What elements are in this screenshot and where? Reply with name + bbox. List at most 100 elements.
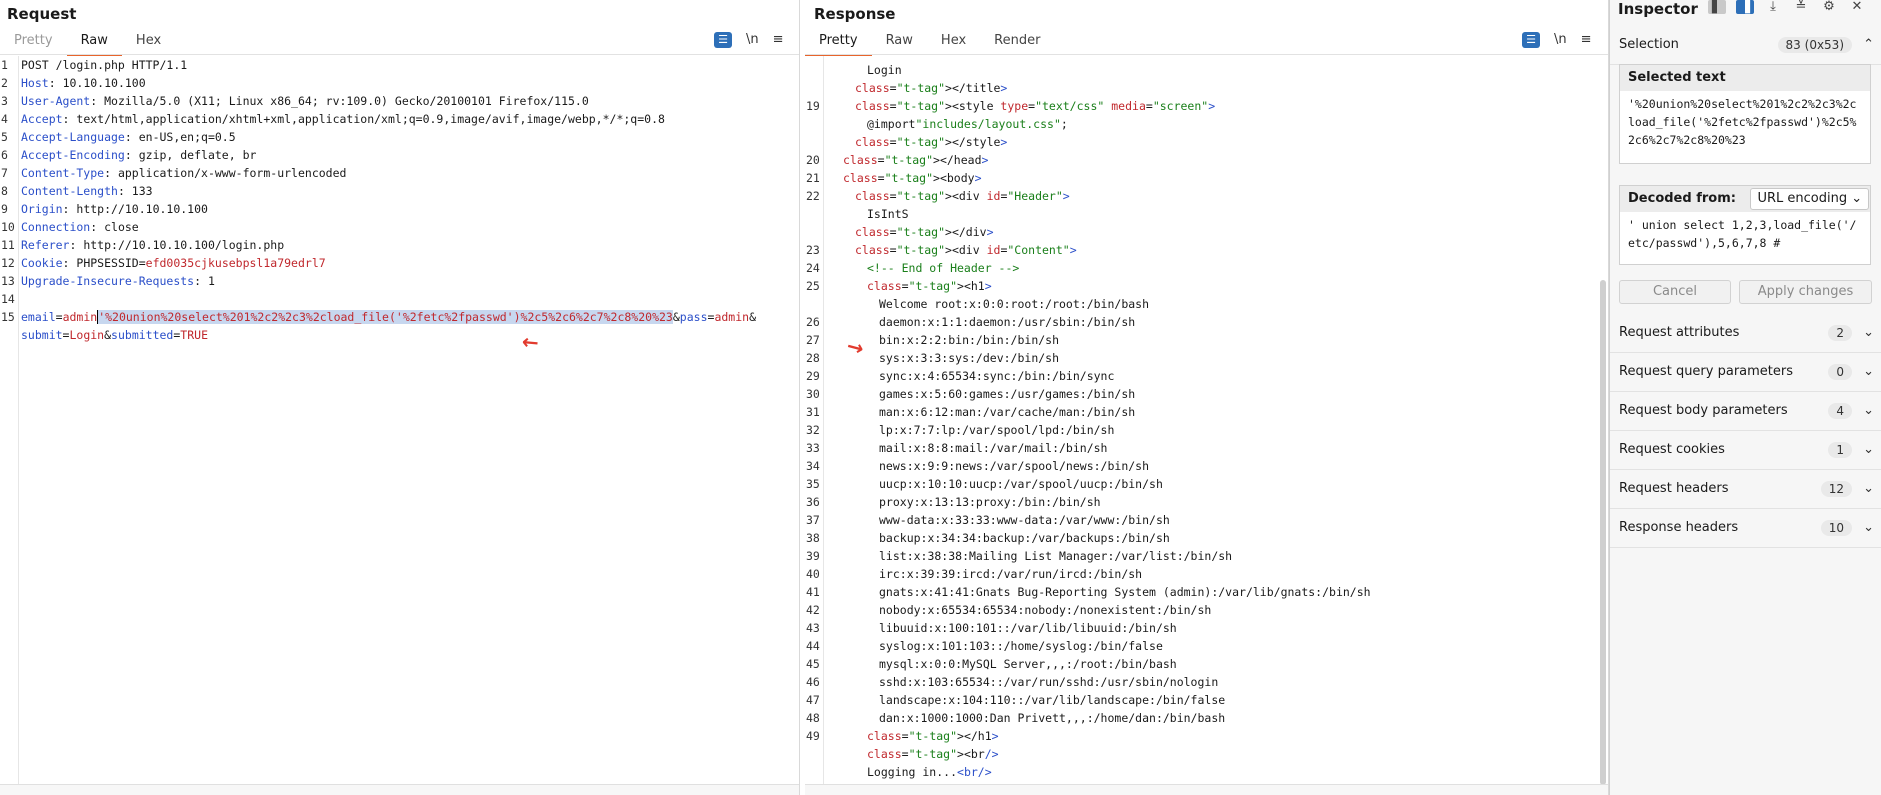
line-number: 11 bbox=[1, 238, 15, 252]
line-number: 46 bbox=[806, 675, 820, 689]
request-search-bar[interactable] bbox=[0, 784, 799, 795]
line-number: 13 bbox=[1, 274, 15, 288]
chevron-down-icon[interactable]: ⌄ bbox=[1863, 442, 1874, 457]
header-name: Accept-Encoding bbox=[21, 148, 125, 162]
line-number: 7 bbox=[1, 166, 8, 180]
show-newlines-button[interactable]: \n bbox=[1554, 32, 1567, 47]
menu-icon[interactable]: ≡ bbox=[772, 32, 784, 47]
inspector-row-request-headers[interactable]: Request headers 12 ⌄ bbox=[1610, 469, 1881, 509]
response-line: @import"includes/layout.css"; bbox=[805, 115, 1608, 133]
inspector-row-label: Response headers bbox=[1619, 520, 1739, 535]
param-pass-value: admin bbox=[714, 310, 750, 324]
cookie-value: efd0035cjkusebpsl1a79edrl7 bbox=[145, 256, 326, 270]
line-number: 20 bbox=[806, 153, 820, 167]
request-tabs: Pretty Raw Hex bbox=[0, 30, 175, 56]
inspector-row-count: 4 bbox=[1828, 402, 1852, 419]
tab-pretty[interactable]: Pretty bbox=[14, 33, 53, 48]
decoded-text-value[interactable]: ' union select 1,2,3,load_file('/etc/pas… bbox=[1628, 218, 1857, 250]
request-line-text: POST /login.php HTTP/1.1 bbox=[21, 58, 188, 72]
tab-render[interactable]: Render bbox=[994, 33, 1041, 48]
response-search-bar[interactable] bbox=[805, 784, 1608, 795]
tab-hex[interactable]: Hex bbox=[940, 33, 967, 48]
line-number: 3 bbox=[1, 94, 8, 108]
line-number: 48 bbox=[806, 711, 820, 725]
response-line-text: lp:x:7:7:lp:/var/spool/lpd:/bin/sh bbox=[879, 423, 1115, 437]
wrap-lines-icon[interactable]: ☰ bbox=[1522, 32, 1540, 48]
response-line-text: www-data:x:33:33:www-data:/var/www:/bin/… bbox=[879, 513, 1170, 527]
header-name: Origin bbox=[21, 202, 63, 216]
menu-icon[interactable]: ≡ bbox=[1580, 32, 1592, 47]
chevron-down-icon[interactable]: ⌄ bbox=[1863, 520, 1874, 535]
cancel-button[interactable]: Cancel bbox=[1619, 280, 1731, 304]
line-number: 9 bbox=[1, 202, 8, 216]
response-line-text: sync:x:4:65534:sync:/bin:/bin/sync bbox=[879, 369, 1115, 383]
header-value: close bbox=[104, 220, 139, 234]
layout-panel-icon[interactable]: ▐ bbox=[1736, 0, 1754, 14]
line-number: 36 bbox=[806, 495, 820, 509]
chevron-down-icon[interactable]: ⌄ bbox=[1863, 325, 1874, 340]
response-line-text: class="t-tag"></title> bbox=[855, 81, 1008, 95]
line-number: 33 bbox=[806, 441, 820, 455]
tab-hex[interactable]: Hex bbox=[135, 33, 162, 48]
close-icon[interactable]: ✕ bbox=[1851, 0, 1863, 14]
selected-text-section: Selected text '%20union%20select%201%2c2… bbox=[1619, 64, 1871, 164]
line-gutter bbox=[0, 56, 19, 785]
tab-pretty[interactable]: Pretty bbox=[805, 30, 872, 56]
response-line-text: sys:x:3:3:sys:/dev:/bin/sh bbox=[879, 351, 1060, 365]
response-toolbar: ☰ \n ≡ bbox=[1522, 31, 1592, 49]
chevron-down-icon[interactable]: ⌄ bbox=[1863, 364, 1874, 379]
selected-text-value[interactable]: '%20union%20select%201%2c2%2c3%2cload_fi… bbox=[1628, 97, 1857, 147]
response-line-text: class="t-tag"><h1> bbox=[867, 279, 992, 293]
wrap-lines-icon[interactable]: ☰ bbox=[714, 32, 732, 48]
header-name: Referer bbox=[21, 238, 70, 252]
response-scrollbar[interactable] bbox=[1600, 280, 1606, 785]
encoding-select[interactable]: URL encoding ⌄ bbox=[1750, 188, 1870, 210]
chevron-down-icon[interactable]: ⌄ bbox=[1863, 481, 1874, 496]
line-number: 44 bbox=[806, 639, 820, 653]
line-number: 45 bbox=[806, 657, 820, 671]
response-line-text: backup:x:34:34:backup:/var/backups:/bin/… bbox=[879, 531, 1170, 545]
response-tabs: Pretty Raw Hex Render bbox=[805, 30, 1054, 56]
inspector-row-label: Request headers bbox=[1619, 481, 1729, 496]
line-number: 25 bbox=[806, 279, 820, 293]
param-email-key: email bbox=[21, 310, 56, 324]
selected-text-label: Selected text bbox=[1620, 65, 1870, 91]
tab-raw[interactable]: Raw bbox=[885, 33, 913, 48]
header-name: Accept-Language bbox=[21, 130, 125, 144]
inspector-row-count: 12 bbox=[1820, 480, 1852, 497]
tab-raw[interactable]: Raw bbox=[66, 30, 122, 56]
selection-row[interactable]: Selection 83 (0x53) ⌃ bbox=[1610, 25, 1881, 65]
selected-payload[interactable]: '%20union%20select%201%2c2%2c3%2cload_fi… bbox=[98, 310, 673, 324]
gear-icon[interactable]: ⚙ bbox=[1823, 0, 1835, 14]
chevron-up-icon[interactable]: ⌃ bbox=[1863, 37, 1874, 52]
layout-split-icon[interactable]: ▌ bbox=[1708, 0, 1726, 14]
inspector-row-count: 1 bbox=[1828, 441, 1852, 458]
line-number: 1 bbox=[1, 58, 8, 72]
request-title: Request bbox=[7, 5, 77, 23]
line-number: 35 bbox=[806, 477, 820, 491]
chevron-down-icon[interactable]: ⌄ bbox=[1863, 403, 1874, 418]
expand-icon[interactable]: ⤓ bbox=[1770, 0, 1776, 14]
show-newlines-button[interactable]: \n bbox=[746, 32, 759, 47]
response-pane: Response Pretty Raw Hex Render ☰ \n ≡ Lo… bbox=[805, 0, 1609, 795]
apply-changes-button[interactable]: Apply changes bbox=[1739, 280, 1872, 304]
collapse-icon[interactable]: ≚ bbox=[1795, 0, 1807, 14]
param-submitted-key: submitted bbox=[111, 328, 174, 342]
line-number: 38 bbox=[806, 531, 820, 545]
